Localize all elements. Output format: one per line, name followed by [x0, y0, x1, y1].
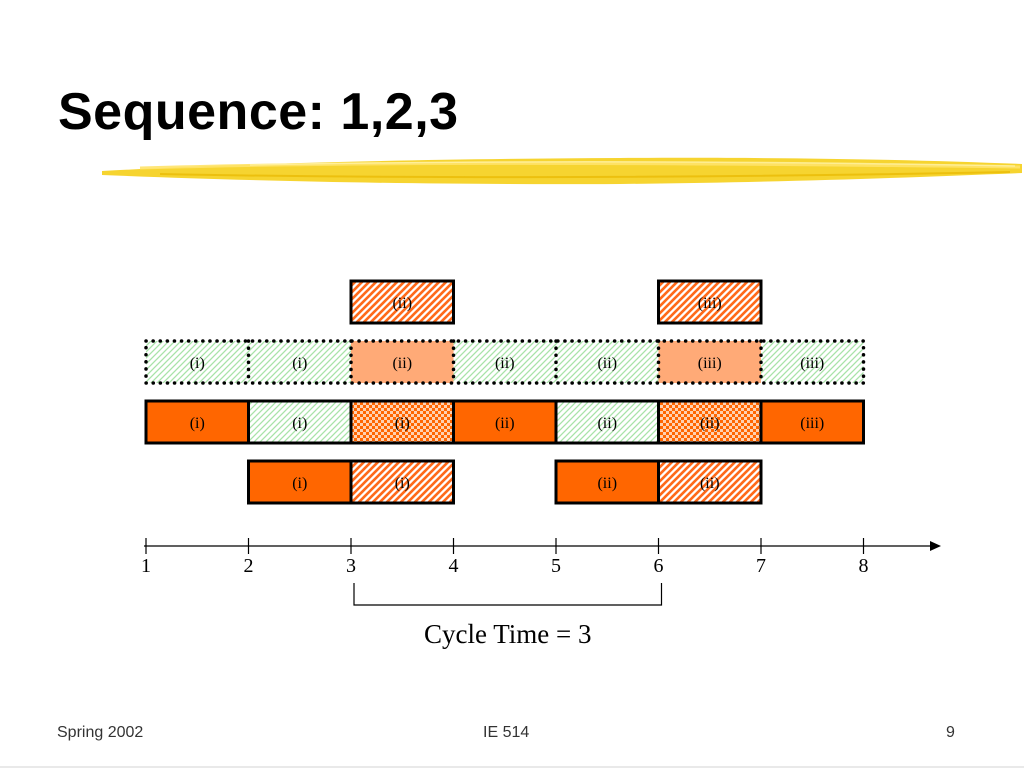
block-fill: [351, 401, 454, 443]
footer-course: IE 514: [483, 724, 530, 741]
axis-tick-label: 4: [449, 555, 459, 577]
axis-tick-label: 2: [244, 555, 254, 577]
block-fill: [761, 401, 864, 443]
block-border: [657, 279, 763, 325]
block-fill: [351, 281, 454, 323]
row-bottom: (i) (i) (ii) (ii): [247, 459, 763, 505]
axis-tick-label: 5: [551, 555, 561, 577]
axis-tick-label: 1: [141, 555, 151, 577]
schedule-diagram: (ii)(iii)(i)(i)(ii)(ii)(ii)(iii)(iii)(i)…: [141, 279, 941, 649]
block-label: (i): [190, 355, 205, 372]
block-label: (iii): [698, 355, 722, 372]
row-top: (ii) (iii): [349, 279, 763, 325]
block-label: (ii): [597, 355, 617, 372]
bracket-line: [353, 583, 663, 606]
block-label: (i): [292, 355, 307, 372]
cycle-time-label: Cycle Time = 3: [424, 619, 592, 649]
block-fill: [658, 461, 761, 503]
block-border: [349, 279, 455, 325]
block-fill: [658, 281, 761, 323]
axis-arrowhead: [930, 541, 941, 551]
block-label: (iii): [800, 415, 824, 432]
block-fill: [351, 341, 454, 383]
block-fill: [556, 341, 659, 383]
row-middle: (i) (i) (i) (ii) (ii) (ii) (iii): [144, 399, 865, 445]
footer-divider: [0, 766, 1024, 768]
block-fill: [556, 401, 659, 443]
block-label: (ii): [700, 415, 720, 432]
row-dotted: (i) (i) (ii) (ii) (ii) (iii) (iii): [144, 339, 866, 385]
slide-title: Sequence: 1,2,3: [58, 83, 459, 141]
block-label: (iii): [800, 355, 824, 372]
block-label: (i): [292, 475, 307, 492]
time-axis: 1 2 3 4 5 6 7 8: [141, 538, 941, 577]
block-label: (i): [395, 475, 410, 492]
block-fill: [761, 341, 864, 383]
block-fill: [556, 461, 659, 503]
footer-page-number: 9: [946, 724, 955, 741]
axis-tick-label: 7: [756, 555, 766, 577]
block-label: (i): [292, 415, 307, 432]
block-label: (ii): [392, 355, 412, 372]
block-label: (i): [395, 415, 410, 432]
block-label: (i): [190, 415, 205, 432]
block-label: (iii): [698, 295, 722, 312]
block-border: [349, 459, 455, 505]
block-label: (ii): [700, 475, 720, 492]
block-label: (ii): [597, 415, 617, 432]
block-fill: [658, 341, 761, 383]
block-fill: [248, 401, 351, 443]
block-border: [759, 399, 865, 445]
block-fill: [146, 341, 249, 383]
block-border: [657, 459, 763, 505]
block-label: (ii): [392, 295, 412, 312]
block-label: (ii): [597, 475, 617, 492]
cycle-bracket: Cycle Time = 3: [353, 583, 663, 649]
dotted-row-border: [144, 339, 866, 385]
axis-tick-label: 6: [654, 555, 664, 577]
title-underline-brush: [102, 157, 1022, 185]
block-fill: [453, 401, 556, 443]
block-fill: [248, 341, 351, 383]
block-fill: [351, 461, 454, 503]
footer-date: Spring 2002: [57, 724, 144, 741]
axis-tick-label: 3: [346, 555, 356, 577]
block-fill: [658, 401, 761, 443]
block-label: (ii): [495, 355, 515, 372]
block-fill: [248, 461, 351, 503]
axis-tick-label: 8: [859, 555, 869, 577]
block-label: (ii): [495, 415, 515, 432]
block-fill: [146, 401, 249, 443]
block-fill: [453, 341, 556, 383]
